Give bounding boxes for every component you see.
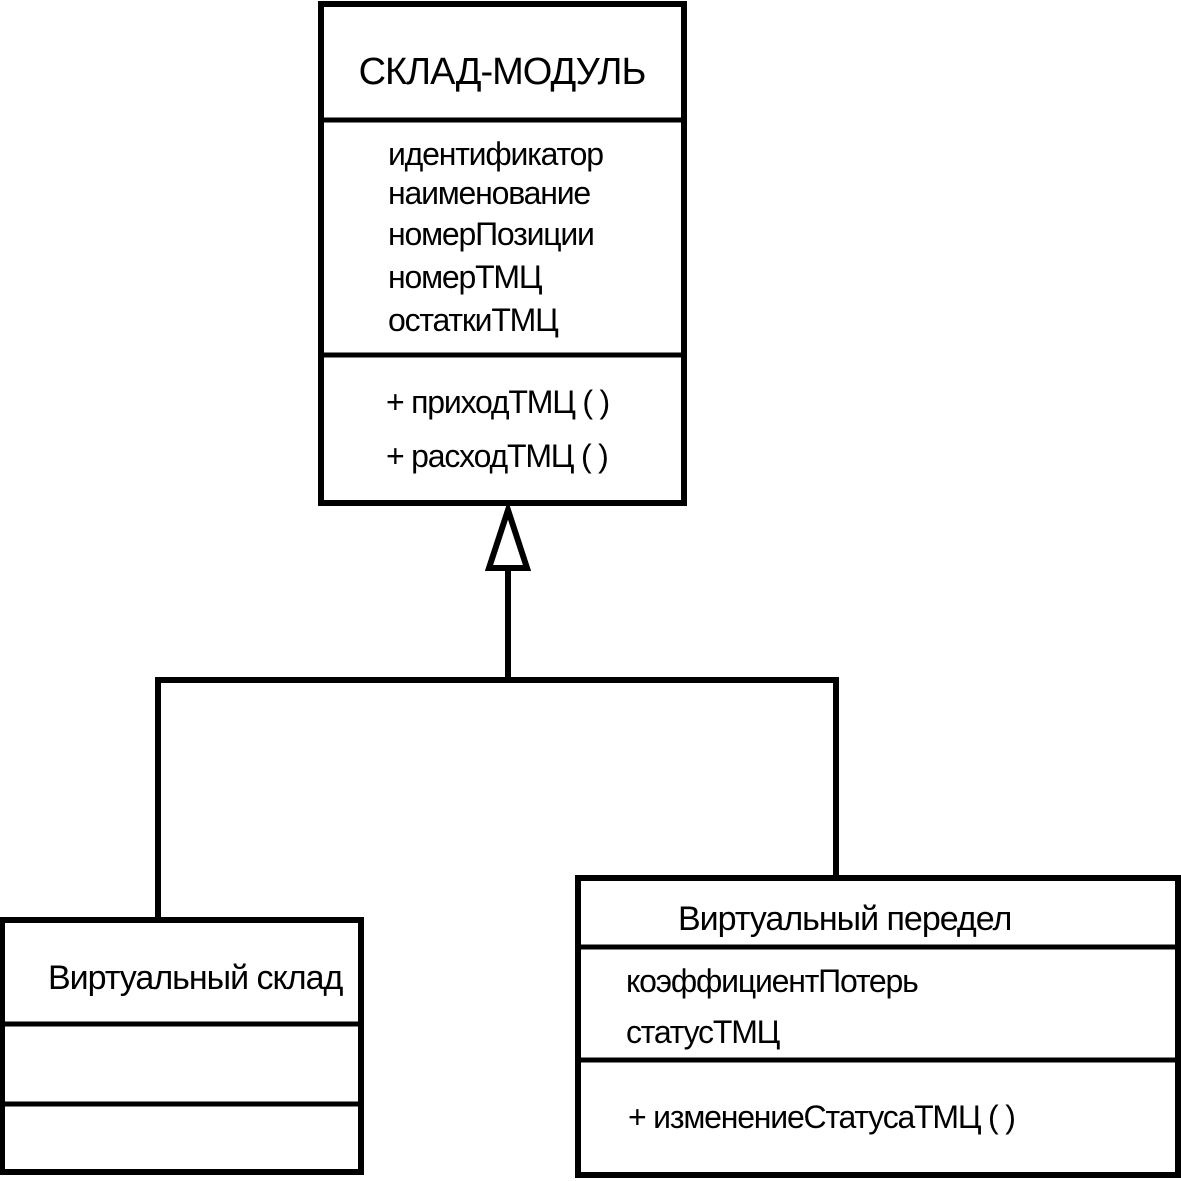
attribute-list: коэффициентПотерь статусТМЦ	[626, 963, 919, 1050]
operation-item: + приходТМЦ ( )	[386, 384, 609, 420]
class-box	[318, 1, 687, 506]
operation-item: + расходТМЦ ( )	[386, 438, 608, 474]
attribute-item: статусТМЦ	[626, 1014, 781, 1050]
operation-list: + изменениеСтатусаТМЦ ( )	[628, 1099, 1016, 1135]
attribute-item: идентификатор	[388, 136, 603, 172]
inheritance-arrowhead	[484, 500, 532, 571]
class-name: СКЛАД-МОДУЛЬ	[359, 51, 646, 93]
attribute-item: коэффициентПотерь	[626, 963, 918, 999]
attribute-item: остаткиТМЦ	[388, 302, 559, 338]
class-virtual-warehouse: Виртуальный склад	[0, 917, 364, 1175]
attribute-item: номерТМЦ	[388, 259, 543, 295]
class-name: Виртуальный склад	[48, 959, 344, 997]
attribute-list: идентификатор наименование номерПозиции …	[388, 136, 604, 338]
class-sklad-modul: СКЛАД-МОДУЛЬ идентификатор наименование …	[318, 1, 687, 506]
class-box	[0, 917, 364, 1175]
operation-item: + изменениеСтатусаТМЦ ( )	[628, 1099, 1015, 1135]
class-box	[575, 875, 1181, 1178]
class-name: Виртуальный передел	[678, 900, 1011, 938]
operation-list: + приходТМЦ ( ) + расходТМЦ ( )	[386, 384, 610, 474]
attribute-item: наименование	[388, 175, 590, 211]
generalization-connector	[155, 500, 839, 918]
connector-branch	[155, 677, 839, 918]
class-virtual-processing: Виртуальный передел коэффициентПотерь ст…	[575, 875, 1181, 1178]
attribute-item: номерПозиции	[388, 216, 594, 252]
